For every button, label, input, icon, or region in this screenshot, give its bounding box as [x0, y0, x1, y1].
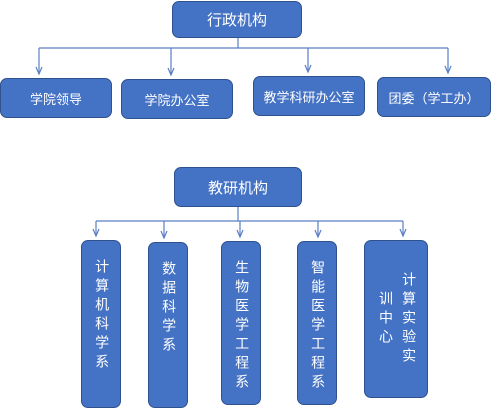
node-teaching-root: 教研机构 [174, 167, 302, 207]
node-admin-root: 行政机构 [172, 1, 302, 38]
node-admin-child-1-label: 学院领导 [29, 92, 82, 108]
node-teaching-child-2: 数据科学系 [148, 242, 188, 408]
node-teaching-child-5: 计算实验实训中心 [364, 240, 428, 398]
node-admin-child-3-label: 教学科研办公室 [263, 90, 355, 106]
node-teaching-child-5-label: 计算实验实训中心 [377, 271, 417, 367]
node-teaching-child-4: 智能医学工程系 [297, 241, 337, 405]
node-teaching-child-3-label: 生物医学工程系 [233, 260, 250, 393]
node-teaching-child-1-label: 计算机科学系 [93, 259, 110, 373]
node-teaching-child-2-label: 数据科学系 [160, 261, 177, 356]
node-teaching-child-4-label: 智能医学工程系 [309, 260, 326, 393]
node-admin-child-1: 学院领导 [0, 78, 112, 118]
node-admin-child-2: 学院办公室 [121, 79, 233, 119]
node-teaching-child-3: 生物医学工程系 [221, 241, 261, 405]
node-admin-child-2-label: 学院办公室 [144, 93, 210, 109]
node-admin-child-4: 团委（学工办） [377, 77, 491, 117]
node-admin-child-3: 教学科研办公室 [253, 76, 365, 116]
node-teaching-root-label: 教研机构 [207, 178, 268, 197]
node-teaching-child-1: 计算机科学系 [81, 240, 121, 408]
node-admin-child-4-label: 团委（学工办） [388, 91, 480, 107]
node-admin-root-label: 行政机构 [206, 11, 267, 29]
